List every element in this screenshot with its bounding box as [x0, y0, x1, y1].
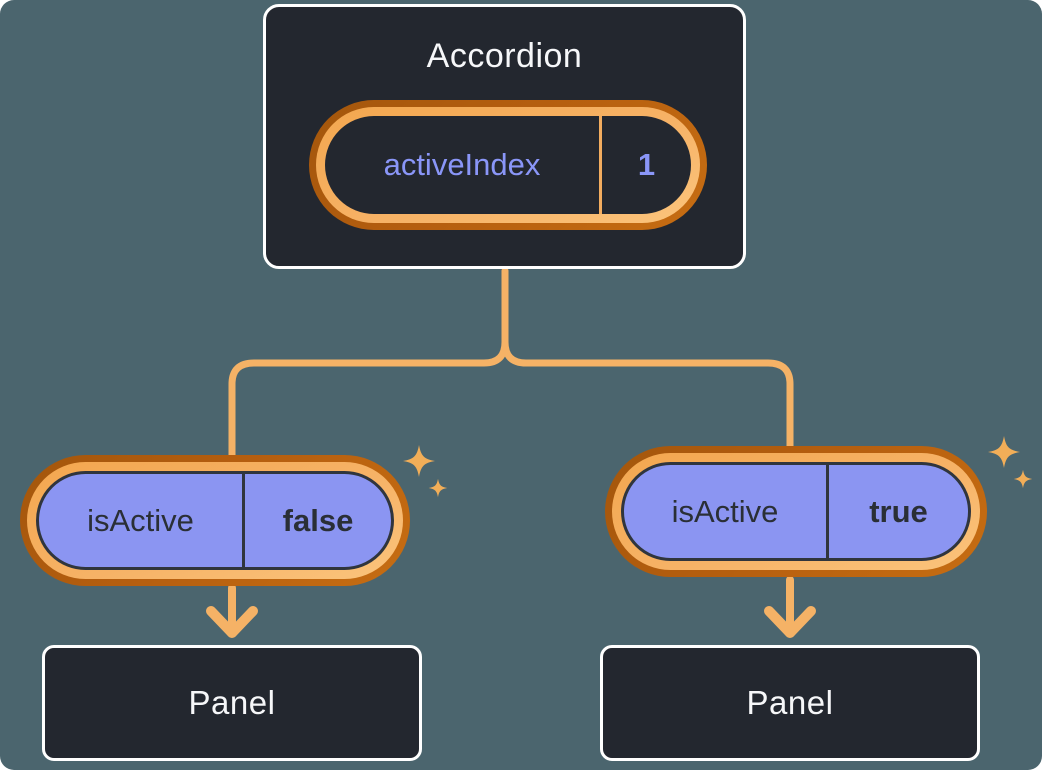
prop-value: true [869, 493, 928, 529]
prop-pill-ring: isActive false [27, 462, 403, 579]
prop-pill-isactive-false: isActive false [20, 455, 410, 586]
sparkle-icon [403, 445, 435, 477]
arrow-right-head [764, 606, 816, 638]
panel-card-right: Panel [600, 645, 980, 761]
arrow-left-head [206, 606, 258, 638]
prop-pill-isactive-true: isActive true [605, 446, 987, 577]
panel-card-left: Panel [42, 645, 422, 761]
state-pill-ring: activeIndex 1 [316, 107, 700, 223]
prop-name: isActive [671, 493, 779, 529]
sparkle-icon [428, 478, 448, 498]
connector-branch-right [501, 267, 794, 453]
component-title: Accordion [426, 37, 583, 75]
state-pill-activeindex: activeIndex 1 [309, 100, 707, 230]
state-value: 1 [637, 147, 656, 182]
pill-divider [242, 474, 245, 567]
sparkle-icon [988, 436, 1020, 468]
prop-pill-ring: isActive true [612, 453, 980, 570]
pill-divider [599, 116, 602, 214]
pill-divider [826, 465, 829, 558]
sparkle-icon [1013, 469, 1033, 489]
prop-name: isActive [87, 502, 194, 538]
state-name: activeIndex [383, 147, 541, 182]
prop-value: false [282, 502, 354, 538]
connector-branch-left [228, 267, 509, 461]
